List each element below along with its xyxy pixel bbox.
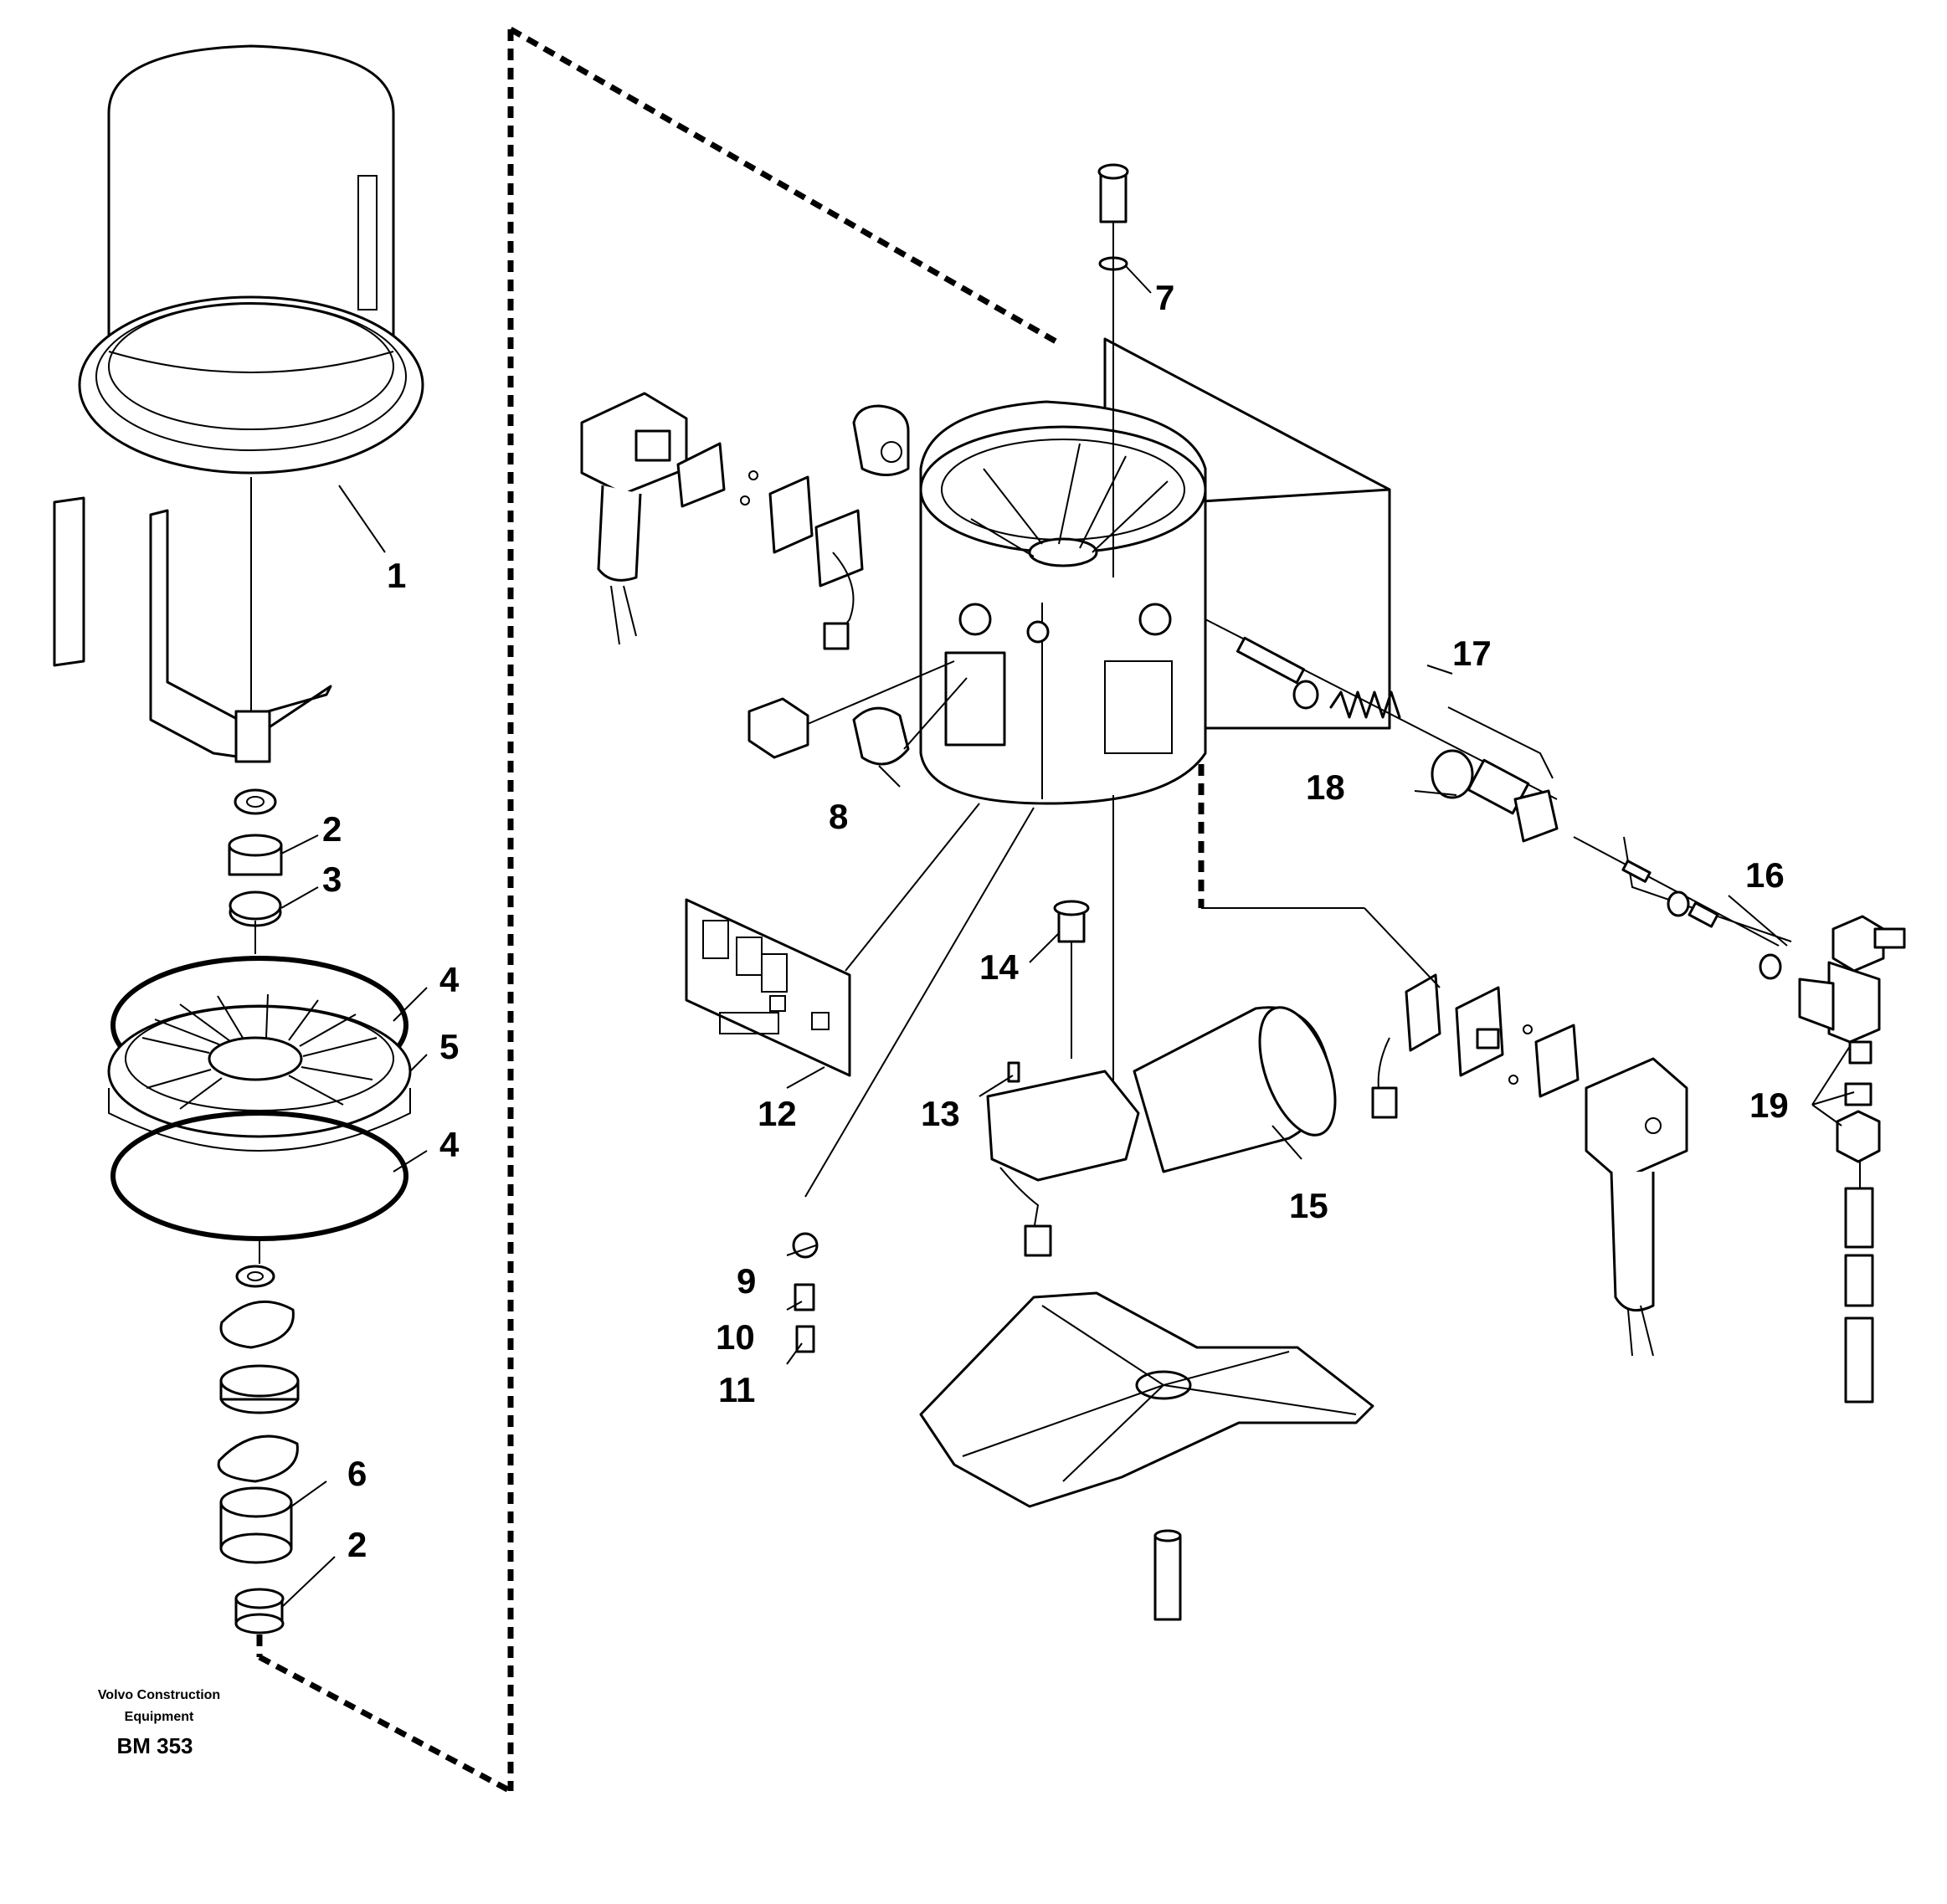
callout-19: 19 — [1749, 1085, 1789, 1125]
callout-16: 16 — [1745, 855, 1785, 895]
callout-15: 15 — [1289, 1186, 1328, 1225]
left-connector-assembly — [580, 392, 864, 650]
reservoir-container — [78, 44, 424, 720]
bearing-stack-upper — [228, 788, 283, 954]
leader-lines — [280, 265, 1855, 1608]
callout-12: 12 — [758, 1094, 797, 1133]
caption-company-line1: Volvo Construction — [98, 1688, 220, 1702]
callout-2-lower: 2 — [347, 1525, 367, 1564]
callout-5: 5 — [439, 1027, 459, 1066]
caption-company-line2: Equipment — [125, 1710, 194, 1724]
callout-2-upper: 2 — [322, 809, 342, 849]
center-bolt-and-shaft — [1097, 163, 1129, 1088]
callout-8: 8 — [829, 797, 848, 836]
right-connector-assembly — [1201, 907, 1688, 1357]
callout-10: 10 — [716, 1317, 755, 1357]
pump-element-plate — [107, 956, 412, 1264]
callout-11: 11 — [718, 1370, 755, 1409]
callout-1: 1 — [387, 556, 406, 595]
small-fittings-9-11 — [792, 807, 1035, 1353]
assembly-boundary — [256, 26, 1205, 1794]
callout-6: 6 — [347, 1454, 367, 1493]
callout-labels: 1 2 3 4 5 4 6 2 7 8 9 10 11 12 13 14 15 … — [322, 278, 1789, 1564]
bearing-stack-lower — [217, 1265, 300, 1635]
callout-13: 13 — [921, 1094, 960, 1133]
pressure-plug-and-fittings — [747, 404, 968, 766]
pump-housing — [919, 337, 1391, 805]
circuit-board — [685, 803, 980, 1077]
valve-assembly — [1205, 618, 1792, 980]
caption-block: Volvo Construction Equipment BM 353 — [98, 1688, 220, 1758]
callout-4-upper: 4 — [439, 960, 460, 999]
base-tray — [919, 1291, 1374, 1621]
callout-18: 18 — [1306, 767, 1345, 807]
caption-drawing-code: BM 353 — [116, 1733, 193, 1758]
callout-14: 14 — [979, 947, 1019, 987]
elbow-fitting-19 — [1798, 915, 1906, 1404]
callout-7: 7 — [1155, 278, 1174, 317]
callout-3: 3 — [322, 860, 342, 899]
callout-4-lower: 4 — [439, 1125, 460, 1164]
callout-17: 17 — [1452, 634, 1492, 673]
motor-and-gearbox — [986, 900, 1337, 1257]
stirrer-paddle — [53, 496, 332, 763]
callout-9: 9 — [737, 1261, 756, 1301]
